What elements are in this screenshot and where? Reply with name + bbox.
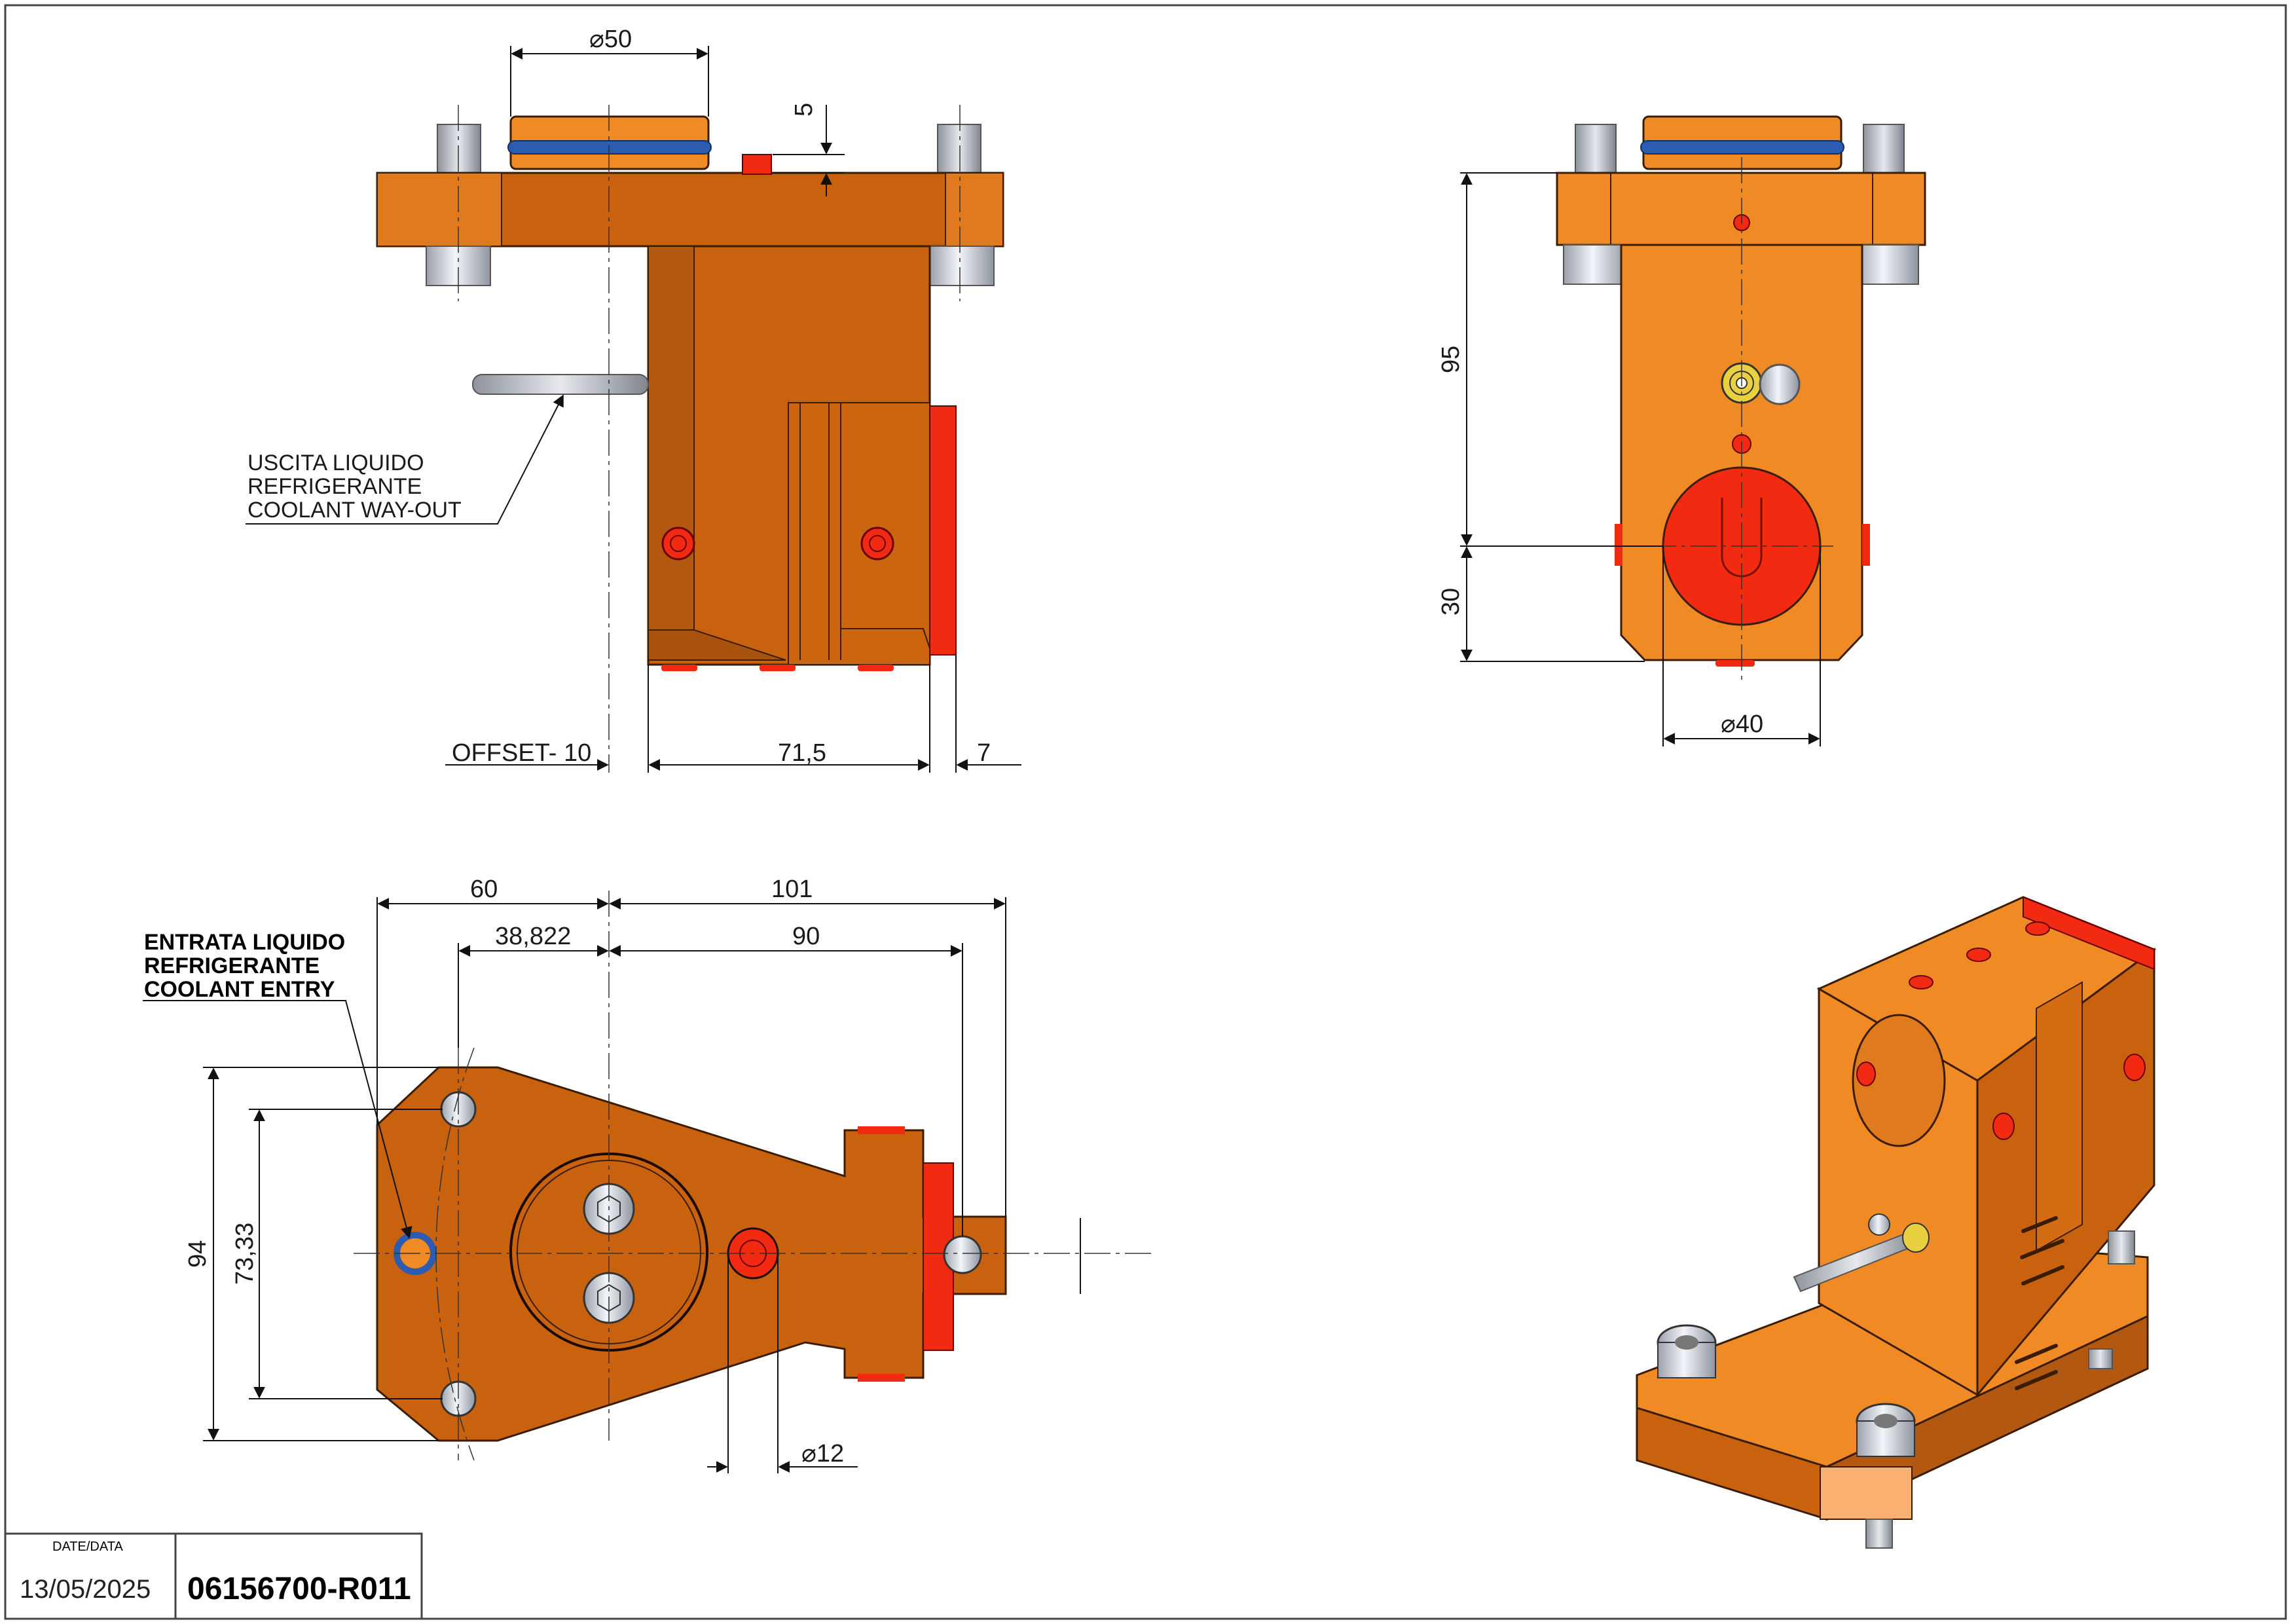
flange-left-face (376, 172, 502, 247)
washer-right (929, 246, 995, 286)
isometric-view (1636, 896, 2157, 1549)
dim-flange: 7 (977, 739, 991, 767)
dim-top-d12: ⌀12 (801, 1440, 844, 1467)
iso-top-hole-1 (1909, 975, 1934, 989)
body-left-face (648, 246, 695, 631)
body-chamfer (648, 629, 786, 661)
o-ring (507, 140, 712, 155)
sheet-border (4, 4, 2287, 1620)
dim-front-center: 30 (1437, 588, 1465, 616)
front-flange (1556, 172, 1926, 246)
dim-front-height: 95 (1437, 346, 1465, 373)
dim-offset: OFFSET- 10 (452, 739, 591, 767)
dim-top-7333: 73,33 (231, 1223, 259, 1285)
date-label: DATE/DATA (52, 1540, 123, 1554)
iso-top-hole-3 (2025, 921, 2050, 936)
top-view: 60 101 38,822 90 94 73,33 ⌀12 ENTRATA LI… (143, 876, 1152, 1473)
title-block: DATE/DATA 13/05/2025 06156700-R011 (4, 1532, 423, 1620)
coolant-entry-label-3: COOLANT ENTRY (144, 977, 335, 1002)
side-screw-left (661, 526, 695, 561)
dim-top-38822: 38,822 (495, 923, 571, 950)
dim-length: 71,5 (778, 739, 826, 767)
side-view: ⌀50 5 OFFSET- 10 71,5 7 USCITA LIQUIDO R… (246, 26, 1021, 773)
dim-top-94: 94 (184, 1240, 211, 1268)
front-plug (1759, 363, 1801, 405)
top-mount-hole-3 (943, 1235, 982, 1274)
dim-top-101: 101 (771, 876, 813, 903)
coolant-out-label-3: COOLANT WAY-OUT (247, 498, 462, 523)
dim-bore-diameter: ⌀50 (589, 26, 632, 53)
stud-right (937, 124, 981, 176)
dim-top-60: 60 (470, 876, 498, 903)
coolant-entry-label-2: REFRIGERANTE (144, 953, 320, 978)
dim-top-90: 90 (792, 923, 820, 950)
red-pin (742, 154, 772, 175)
coolant-out-label-1: USCITA LIQUIDO (247, 451, 424, 475)
flange-right-face (945, 172, 1004, 247)
stud-left (437, 124, 481, 176)
front-view: 95 30 ⌀40 (1437, 115, 1926, 747)
side-screw-right (860, 526, 894, 561)
red-plate (929, 405, 957, 655)
coolant-tube (472, 374, 649, 395)
coolant-out-label-2: REFRIGERANTE (247, 474, 422, 499)
iso-top-hole-2 (1966, 948, 1991, 962)
iso-red-plate (2023, 896, 2155, 970)
iso-bore (1852, 1014, 1946, 1147)
dim-front-diameter: ⌀40 (1721, 710, 1763, 738)
front-o-ring (1640, 140, 1844, 155)
drawing-code: 06156700-R011 (187, 1572, 411, 1606)
slot-block (788, 402, 930, 665)
drawing-date: 13/05/2025 (20, 1575, 151, 1604)
dim-pin-height: 5 (790, 103, 818, 117)
coolant-entry-label-1: ENTRATA LIQUIDO (144, 930, 345, 955)
